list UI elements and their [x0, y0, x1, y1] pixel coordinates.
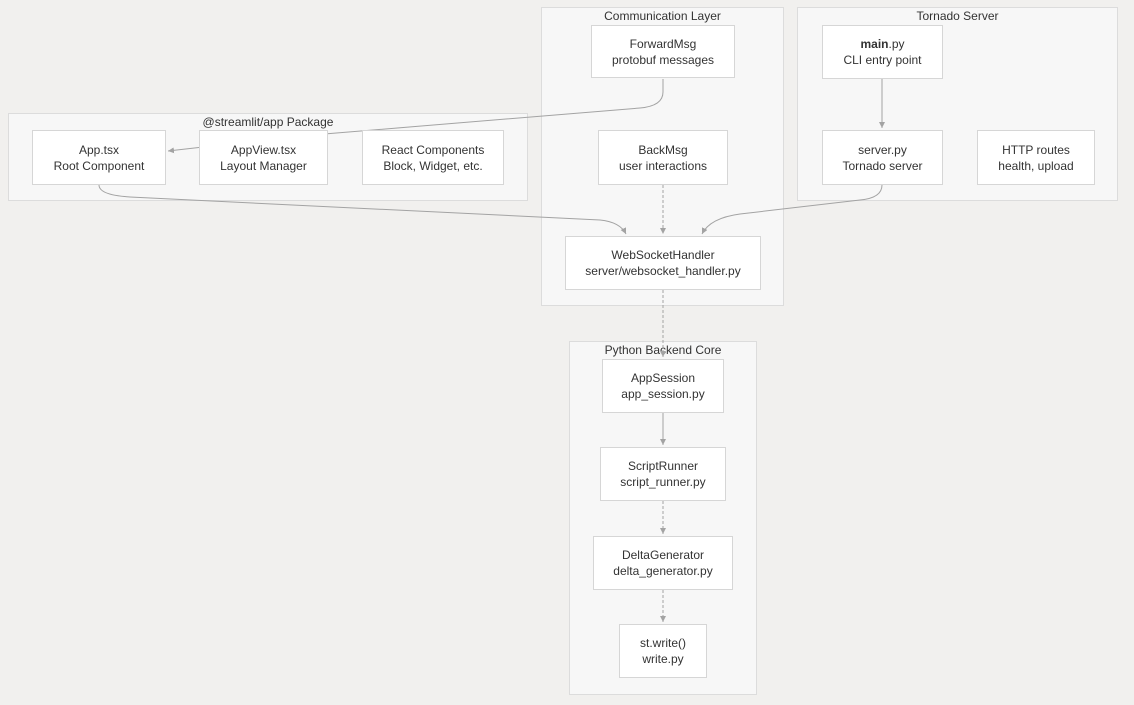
node-label: React Components [381, 142, 485, 157]
node-label: ForwardMsg [629, 36, 697, 51]
node-label: AppSession [630, 371, 696, 385]
node-backmsg: BackMsg user interactions [598, 130, 728, 185]
node-sublabel: CLI entry point [843, 53, 922, 67]
edge-server-to-websocket [701, 184, 883, 235]
node-sublabel: app_session.py [621, 387, 705, 401]
node-deltagenerator: DeltaGenerator delta_generator.py [593, 536, 733, 590]
edge-forwardmsg-to-apptsx [167, 79, 664, 154]
node-react-components: React Components Block, Widget, etc. [362, 130, 504, 185]
node-sublabel: protobuf messages [611, 52, 715, 67]
edge-apptsx-to-websocket [98, 184, 627, 235]
node-sublabel: user interactions [618, 158, 708, 173]
node-label-bold: main [860, 37, 889, 51]
node-label: BackMsg [638, 142, 688, 157]
node-forwardmsg: ForwardMsg protobuf messages [591, 25, 735, 78]
node-sublabel: delta_generator.py [613, 564, 713, 578]
node-label: main.py [860, 36, 904, 52]
node-sublabel: server/websocket_handler.py [585, 264, 741, 278]
node-label: WebSocketHandler [611, 248, 715, 262]
node-http-routes: HTTP routes health, upload [977, 130, 1095, 185]
node-main-py: main.py CLI entry point [822, 25, 943, 79]
node-label-suffix: .py [888, 37, 905, 51]
node-sublabel: Root Component [53, 158, 145, 173]
node-label: App.tsx [78, 142, 120, 157]
node-label: st.write() [640, 636, 686, 650]
node-server-py: server.py Tornado server [822, 130, 943, 185]
node-sublabel: Tornado server [842, 158, 923, 173]
node-label: server.py [858, 142, 907, 157]
node-sublabel: script_runner.py [620, 475, 706, 489]
node-label: DeltaGenerator [621, 548, 705, 562]
node-st-write: st.write() write.py [619, 624, 707, 678]
group-title: Tornado Server [916, 9, 999, 23]
node-label: AppView.tsx [230, 142, 297, 157]
node-sublabel: health, upload [998, 158, 1074, 173]
node-sublabel: Block, Widget, etc. [383, 158, 483, 173]
group-title: @streamlit/app Package [202, 115, 334, 129]
node-appview-tsx: AppView.tsx Layout Manager [199, 130, 328, 185]
node-sublabel: write.py [642, 652, 684, 666]
node-label: HTTP routes [1002, 142, 1070, 157]
group-title: Communication Layer [604, 9, 721, 23]
node-sublabel: Layout Manager [220, 158, 307, 173]
node-scriptrunner: ScriptRunner script_runner.py [600, 447, 726, 501]
node-websockethandler: WebSocketHandler server/websocket_handle… [565, 236, 761, 290]
node-label: ScriptRunner [627, 459, 699, 473]
node-app-tsx: App.tsx Root Component [32, 130, 166, 185]
node-appsession: AppSession app_session.py [602, 359, 724, 413]
